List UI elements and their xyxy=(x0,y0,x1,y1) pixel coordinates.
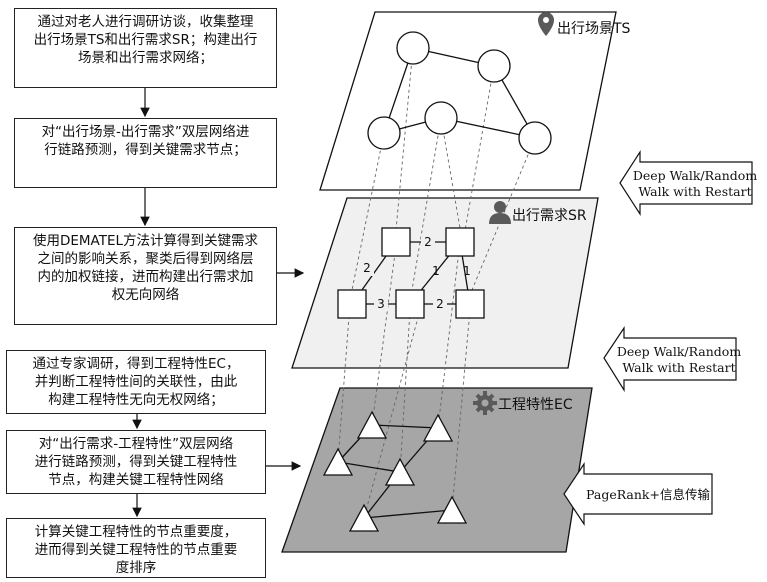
ts-layer-label: 出行场景TS xyxy=(557,21,631,37)
step-6-box: 计算关键工程特性的节点重要度， 进而得到关键工程特性的节点重要 度排序 xyxy=(6,518,266,578)
method-label: Walk with Restart xyxy=(622,360,735,375)
sr-node xyxy=(445,227,475,257)
step-4-box: 通过专家调研，得到工程特性EC， 并判断工程特性间的关联性，由此 构建工程特性无… xyxy=(6,350,266,414)
edge-weight-label: 1 xyxy=(432,264,440,278)
edge-weight-label: 3 xyxy=(377,297,385,311)
ec-layer-label: 工程特性EC xyxy=(498,397,573,413)
edge-weight-label: 2 xyxy=(363,261,371,275)
location-pin-icon xyxy=(538,12,554,36)
step-2-box: 对“出行场景-出行需求”双层网络进 行链路预测，得到关键需求节点； xyxy=(14,118,277,188)
sr-node xyxy=(381,227,411,257)
ec-node xyxy=(348,503,380,532)
ec-node xyxy=(422,413,454,442)
method-label: Deep Walk/Random xyxy=(617,344,742,359)
method-arrow-3 xyxy=(563,462,713,526)
ts-node xyxy=(396,31,430,65)
edge-weight-label: 2 xyxy=(424,235,432,249)
method-arrow-2 xyxy=(603,326,737,393)
step-3-box: 使用DEMATEL方法计算得到关键需求 之间的影响关系，聚类后得到网络层 内的加… xyxy=(14,227,277,325)
ec-node xyxy=(356,410,388,439)
method-label: Walk with Restart xyxy=(638,184,751,199)
sr-layer-plane xyxy=(291,197,599,369)
ec-node xyxy=(384,457,416,486)
ec-layer-plane xyxy=(281,387,593,553)
ts-layer-plane xyxy=(319,11,617,191)
sr-node xyxy=(337,289,367,319)
method-arrow-1 xyxy=(619,149,753,217)
edge-weight-label: 2 xyxy=(436,297,444,311)
ts-node xyxy=(424,101,458,135)
user-icon xyxy=(489,201,511,224)
sr-node xyxy=(395,289,425,319)
edge-weight-label: 1 xyxy=(463,264,471,278)
gear-icon xyxy=(473,391,497,415)
method-label: PageRank+信息传输 xyxy=(586,487,710,502)
ts-node xyxy=(518,121,552,155)
sr-node xyxy=(455,289,485,319)
step-1-box: 通过对老人进行调研访谈，收集整理 出行场景TS和出行需求SR；构建出行 场景和出… xyxy=(14,8,277,88)
ts-node xyxy=(367,116,401,150)
sr-layer-label: 出行需求SR xyxy=(512,208,587,224)
ts-node xyxy=(477,49,511,83)
method-label: Deep Walk/Random xyxy=(633,168,758,183)
ec-node xyxy=(322,447,354,476)
ec-node xyxy=(436,495,468,524)
step-5-box: 对“出行需求-工程特性”双层网络 进行链路预测，得到关键工程特性 节点，构建关键… xyxy=(6,430,266,494)
